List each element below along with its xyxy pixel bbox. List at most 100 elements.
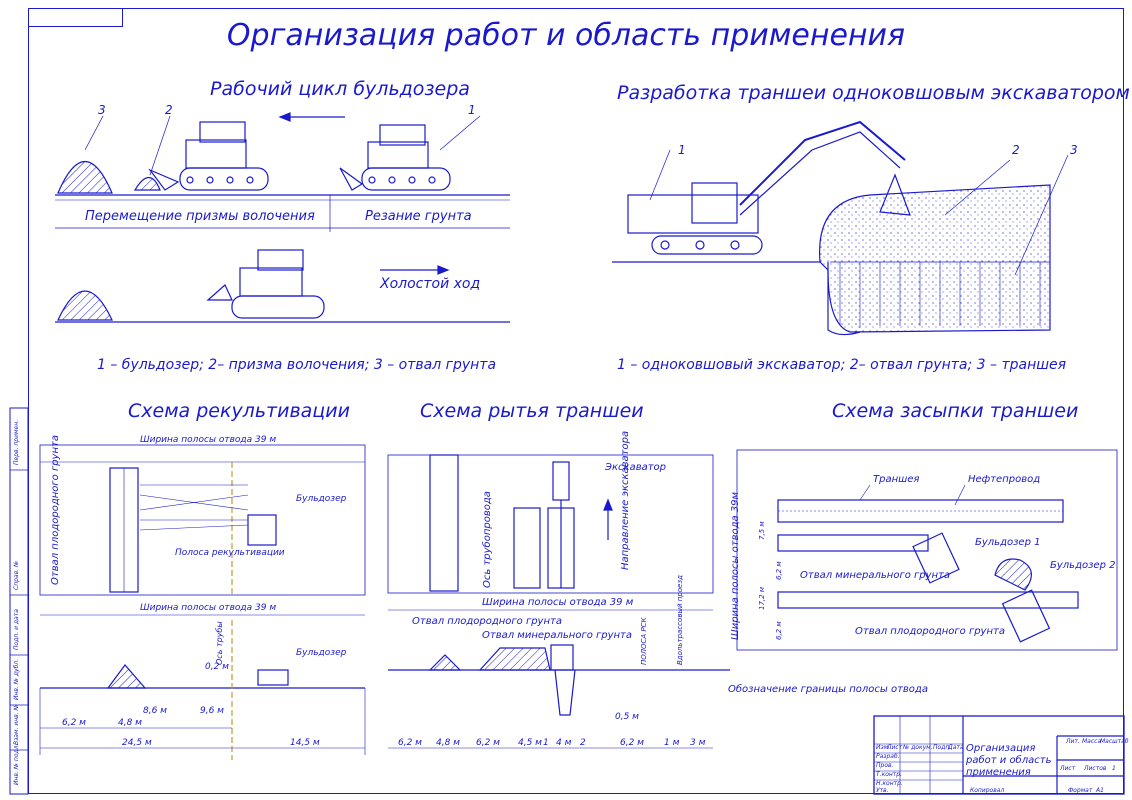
dig-dim-1: 6,2 м: [398, 738, 422, 748]
stamp-doc-title: Организация работ и область применения: [966, 743, 1052, 778]
trench-strip: [777, 499, 1064, 523]
dig-mineral-label: Отвал минерального грунта: [482, 630, 632, 641]
recult-dim-7: 14,5 м: [290, 738, 320, 748]
dig-rsk-label: ПОЛОСА РСК: [640, 617, 648, 665]
dig-dim-5: 1: [543, 738, 549, 748]
bulldozer-icon-a: [148, 121, 269, 191]
backfill-heading: Схема засыпки траншеи: [832, 400, 1079, 422]
callout-2: 2: [165, 103, 173, 117]
dig-dim-4: 4,5 м: [518, 738, 542, 748]
stage2-label: Резание грунта: [365, 209, 472, 224]
callout-3: 3: [98, 103, 106, 117]
side-strip-label-3: Инв. № дубл.: [13, 658, 20, 700]
backfill-dozer1-label: Бульдозер 1: [975, 537, 1041, 548]
stamp-sheet: Лист: [1060, 765, 1076, 772]
side-strip-label-6: Инв. № подл.: [13, 743, 20, 785]
stage1-label: Перемещение призмы волочения: [85, 209, 315, 224]
dig-plan-box: [387, 454, 714, 594]
dig-direction-label: Направление экскаватора: [620, 430, 631, 570]
title-stamp: [873, 715, 1125, 795]
bulldozer-legend: 1 – бульдозер; 2– призма волочения; 3 – …: [97, 357, 497, 373]
recult-heading: Схема рекультивации: [128, 400, 350, 422]
backfill-plan-box: [736, 449, 1118, 651]
recult-dim-5: 0,2 м: [205, 662, 229, 672]
backfill-dozer-1: [912, 532, 960, 584]
backfill-trench-label: Траншея: [873, 474, 920, 485]
stamp-copied: Копировал: [970, 787, 1005, 794]
backfill-dozer-2: [1001, 589, 1051, 643]
recult-dim-1: 6,2 м: [62, 718, 86, 728]
dig-dim-7: 2: [580, 738, 586, 748]
recult-dim-6: 24,5 м: [122, 738, 152, 748]
stamp-sheets-value: 1: [1112, 765, 1116, 772]
page-title: Организация работ и область применения: [226, 18, 906, 53]
recult-width-label: Ширина полосы отвода 39 м: [140, 435, 277, 445]
backfill-dim-1: 7,5 м: [758, 521, 766, 540]
dig-dim-11: 0,5 м: [615, 712, 639, 722]
stamp-row-0: Изм.: [876, 744, 891, 751]
stamp-format-value: А1: [1096, 787, 1104, 794]
side-strip-label-4: Взам. инв. №: [13, 704, 20, 745]
side-strip-label-2: Подп. и дата: [13, 609, 20, 650]
stamp-row-1: Лист: [887, 744, 903, 751]
dig-dim-9: 1 м: [664, 738, 680, 748]
stamp-role-3: Н.контр.: [876, 780, 903, 787]
recult-dim-4: 9,6 м: [200, 706, 224, 716]
callout-1: 1: [468, 103, 476, 117]
stamp-row-2: № докум.: [903, 744, 933, 751]
bulldozer-icon-b: [339, 124, 451, 191]
dig-axis-label: Ось трубопровода: [482, 491, 493, 588]
recult-dim-3: 8,6 м: [143, 706, 167, 716]
spoil-heap-3: [57, 161, 113, 194]
dig-road-label: Вдольтрассовый проезд: [676, 575, 684, 665]
stamp-scale: Масштаб: [1100, 738, 1129, 745]
recult-spoil-label: Отвал плодородного грунта: [50, 435, 61, 585]
bulldozer-heading: Рабочий цикл бульдозера: [210, 78, 470, 100]
recult-dozer-label-2: Бульдозер: [296, 648, 347, 658]
excavator-icon: [627, 120, 911, 255]
recult-plan-box: [39, 444, 366, 596]
dig-heading: Схема рытья траншеи: [420, 400, 644, 422]
backfill-dim-2: 6,2 м: [775, 561, 783, 580]
stamp-mass: Масса: [1082, 738, 1102, 745]
recult-dozer-plan: [247, 514, 277, 546]
backfill-dozer2-label: Бульдозер 2: [1050, 560, 1116, 571]
excavator-heading: Разработка траншеи одноковшовым экскават…: [617, 82, 1130, 104]
recult-dozer-label: Бульдозер: [296, 494, 347, 504]
recult-dim-2: 4,8 м: [118, 718, 142, 728]
stamp-role-0: Разраб.: [876, 753, 900, 760]
frame-corner-box: [28, 8, 123, 27]
stamp-sheets: Листов: [1084, 765, 1107, 772]
backfill-mineral-label: Отвал минерального грунта: [800, 570, 950, 581]
dig-dim-6: 4 м: [556, 738, 572, 748]
excavator-legend: 1 – одноковшовый экскаватор; 2– отвал гр…: [617, 357, 1067, 373]
exc-callout-3: 3: [1070, 143, 1078, 157]
backfill-dim-4: 6,2 м: [775, 621, 783, 640]
side-strip-label-0: Перв. примен.: [13, 419, 20, 465]
spoil-mound: [818, 184, 1051, 333]
stamp-role-1: Пров.: [876, 762, 894, 769]
dig-width-label: Ширина полосы отвода 39 м: [482, 597, 634, 608]
dig-dim-3: 6,2 м: [476, 738, 500, 748]
side-strip-label-1: Справ. №: [13, 560, 20, 590]
stamp-format: Формат: [1068, 787, 1093, 794]
dig-dim-2: 4,8 м: [436, 738, 460, 748]
backfill-pipeline-label: Нефтепровод: [968, 474, 1041, 485]
recult-width-label-2: Ширина полосы отвода 39 м: [140, 603, 277, 613]
exc-callout-2: 2: [1012, 143, 1020, 157]
dig-excavator-label: Экскаватор: [605, 462, 667, 473]
stamp-row-4: Дата: [948, 744, 964, 751]
exc-callout-1: 1: [678, 143, 686, 157]
bulldozer-icon-c: [206, 249, 325, 319]
stamp-lit: Лит.: [1066, 738, 1080, 745]
dig-dim-10: 3 м: [690, 738, 706, 748]
dig-boundary-label: Обозначение границы полосы отвода: [728, 684, 928, 695]
backfill-width-label: Ширина полосы отвода 39м: [730, 491, 741, 640]
recult-strip-label: Полоса рекультивации: [175, 548, 285, 558]
dig-fertile-label: Отвал плодородного грунта: [412, 616, 562, 627]
stamp-role-2: Т.контр.: [876, 771, 903, 778]
backfill-fertile-label: Отвал плодородного грунта: [855, 626, 1005, 637]
drag-prism-2: [133, 176, 161, 191]
stamp-role-4: Утв.: [876, 787, 889, 794]
